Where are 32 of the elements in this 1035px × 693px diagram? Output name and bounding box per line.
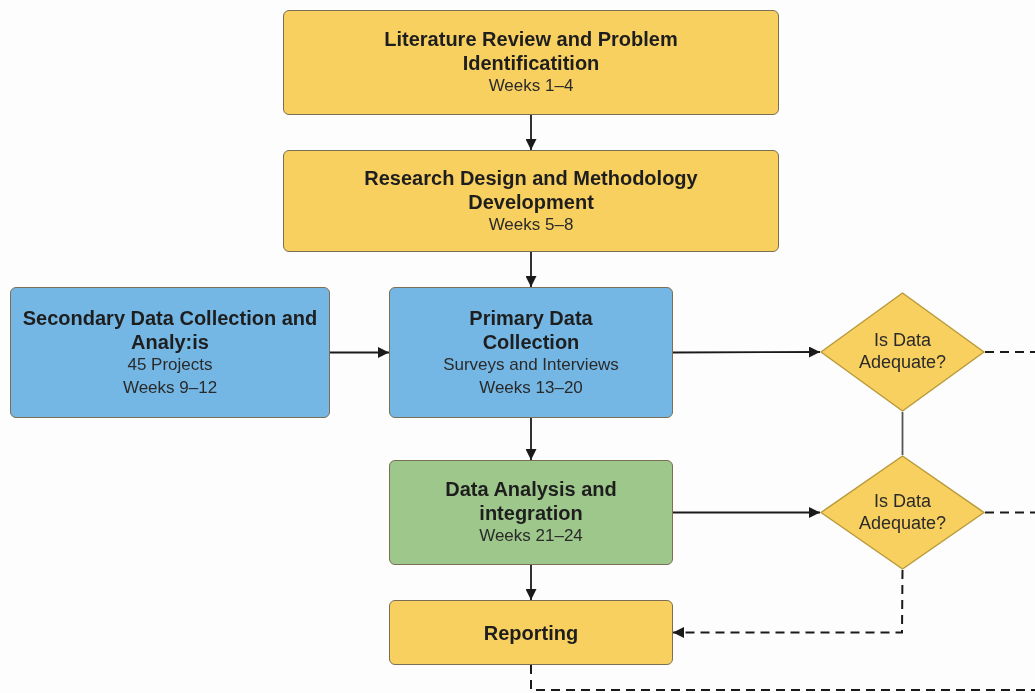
arrow: [525, 251, 537, 288]
step-detail: Weeks 13–20: [479, 376, 583, 399]
arrow: [329, 347, 390, 358]
step-title: Research Design and Methodology Development: [363, 165, 699, 214]
arrow: [672, 346, 821, 358]
decision-text: Is Data Adequate?: [857, 330, 948, 374]
arrow: [525, 114, 537, 151]
process-box: [389, 600, 673, 665]
dashed-connector: [672, 569, 904, 638]
step-detail: Weeks 5–8: [488, 213, 574, 236]
dashed-connector: [984, 351, 1035, 353]
dashed-connector: [984, 511, 1035, 514]
step-detail: Weeks 1–4: [488, 75, 574, 98]
step-title: Primary Data Collection: [468, 306, 594, 355]
arrow: [525, 564, 537, 601]
process-box: [283, 10, 779, 115]
decision-text: Is Data Adequate?: [857, 490, 948, 535]
arrow: [525, 417, 537, 461]
dashed-connector: [530, 664, 1035, 691]
step-detail: 45 Projects: [127, 354, 213, 377]
process-box: [389, 287, 673, 418]
step-detail: Weeks 9–12: [122, 376, 218, 399]
step-detail: Surveys and Interviews: [443, 354, 619, 377]
step-title: Secondary Data Collection and Analy:is: [21, 306, 319, 355]
step-title: Data Analysis and integration: [444, 477, 618, 526]
process-box: [283, 150, 779, 252]
step-detail: Weeks 21–24: [479, 525, 583, 548]
process-box: [10, 287, 330, 418]
process-box: [389, 460, 673, 565]
step-title: Reporting: [483, 620, 579, 645]
step-title: Literature Review and Problem Identificatition: [383, 27, 679, 76]
arrow: [672, 507, 821, 518]
